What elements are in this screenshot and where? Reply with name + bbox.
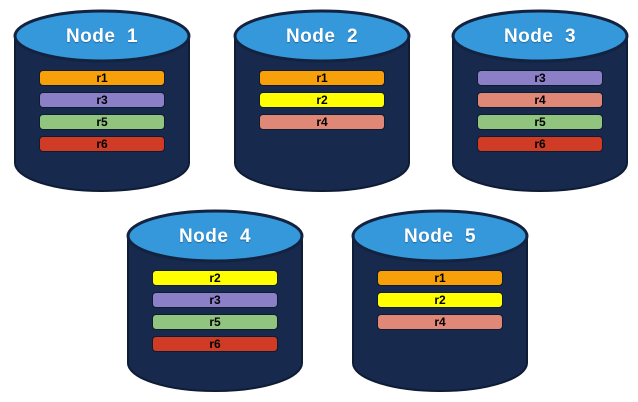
replica-r4[interactable]: r4 — [477, 92, 603, 108]
database-node-4[interactable]: Node 4 r2 r3 r5 r6 — [125, 208, 305, 393]
replica-r5[interactable]: r5 — [152, 314, 278, 330]
replica-r1[interactable]: r1 — [39, 70, 165, 86]
node-label: Node 3 — [503, 26, 577, 47]
node-label: Node 2 — [285, 26, 359, 47]
database-node-5[interactable]: Node 5 r1 r2 r4 — [350, 208, 530, 393]
replica-r6[interactable]: r6 — [39, 136, 165, 152]
replica-list: r3 r4 r5 r6 — [450, 70, 630, 158]
node-label: Node 4 — [178, 226, 252, 247]
replica-r2[interactable]: r2 — [152, 270, 278, 286]
replica-r3[interactable]: r3 — [477, 70, 603, 86]
cylinder-top — [451, 9, 629, 63]
database-node-3[interactable]: Node 3 r3 r4 r5 r6 — [450, 8, 630, 193]
replica-r3[interactable]: r3 — [39, 92, 165, 108]
node-label: Node 5 — [403, 226, 477, 247]
replica-r3[interactable]: r3 — [152, 292, 278, 308]
replica-r5[interactable]: r5 — [39, 114, 165, 130]
replica-r6[interactable]: r6 — [477, 136, 603, 152]
replica-r6[interactable]: r6 — [152, 336, 278, 352]
cylinder-top — [126, 209, 304, 263]
replica-r1[interactable]: r1 — [377, 270, 503, 286]
cylinder-top — [13, 9, 191, 63]
replica-r2[interactable]: r2 — [259, 92, 385, 108]
database-node-1[interactable]: Node 1 r1 r3 r5 r6 — [12, 8, 192, 193]
replica-list: r2 r3 r5 r6 — [125, 270, 305, 358]
replica-r5[interactable]: r5 — [477, 114, 603, 130]
database-node-2[interactable]: Node 2 r1 r2 r4 — [232, 8, 412, 193]
replica-r4[interactable]: r4 — [259, 114, 385, 130]
node-label: Node 1 — [65, 26, 139, 47]
cylinder-top — [351, 209, 529, 263]
replica-r4[interactable]: r4 — [377, 314, 503, 330]
cylinder-top — [233, 9, 411, 63]
replica-r2[interactable]: r2 — [377, 292, 503, 308]
replica-list: r1 r2 r4 — [350, 270, 530, 336]
replica-list: r1 r3 r5 r6 — [12, 70, 192, 158]
replica-list: r1 r2 r4 — [232, 70, 412, 136]
replica-r1[interactable]: r1 — [259, 70, 385, 86]
